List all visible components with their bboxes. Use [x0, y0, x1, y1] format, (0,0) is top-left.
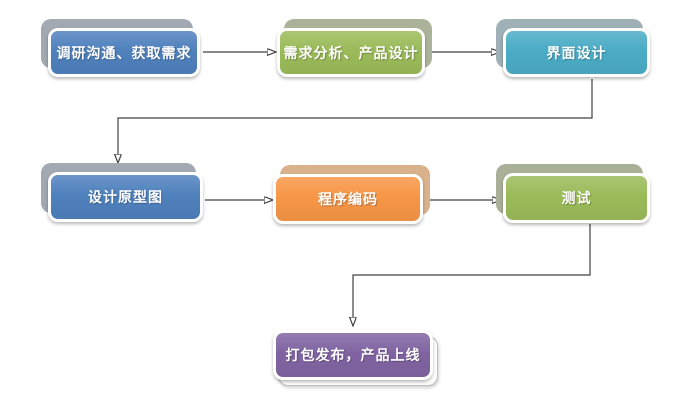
node-research: 调研沟通、获取需求 — [41, 19, 200, 77]
node-coding-label: 程序编码 — [318, 191, 378, 207]
node-release-label: 打包发布，产品上线 — [285, 347, 421, 363]
node-testing-card: 测试 — [503, 173, 650, 223]
node-ui-design: 界面设计 — [496, 19, 650, 77]
node-release: 打包发布，产品上线 — [273, 330, 438, 386]
node-testing: 测试 — [496, 164, 650, 223]
node-ui-design-label: 界面设计 — [546, 44, 607, 61]
node-prototype: 设计原型图 — [41, 163, 203, 222]
node-research-card: 调研沟通、获取需求 — [48, 28, 200, 77]
node-prototype-label: 设计原型图 — [88, 189, 163, 205]
node-analysis: 需求分析、产品设计 — [277, 19, 432, 77]
node-coding: 程序编码 — [273, 165, 430, 224]
node-research-label: 调研沟通、获取需求 — [56, 44, 192, 61]
connector-testing-release — [353, 224, 591, 317]
node-prototype-card: 设计原型图 — [48, 172, 203, 222]
node-analysis-card: 需求分析、产品设计 — [277, 28, 425, 77]
node-release-card: 打包发布，产品上线 — [273, 330, 433, 380]
connector-uidesign-prototype — [118, 79, 593, 154]
node-testing-label: 测试 — [561, 190, 592, 206]
node-coding-card: 程序编码 — [273, 174, 423, 224]
node-analysis-label: 需求分析、产品设计 — [283, 44, 419, 61]
node-ui-design-card: 界面设计 — [503, 28, 650, 77]
